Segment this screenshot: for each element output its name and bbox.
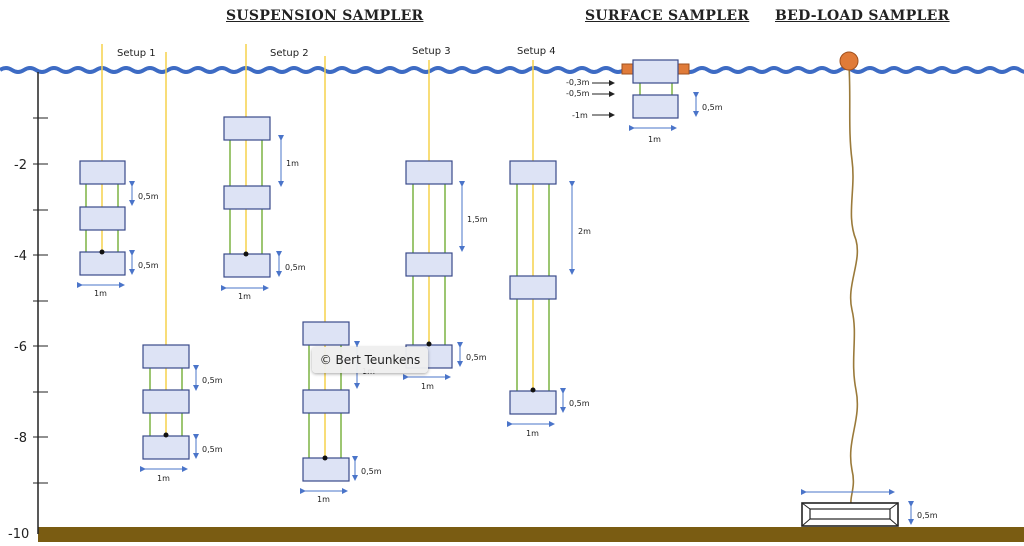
dim-label: 0,5m <box>702 103 723 112</box>
tick-label: -10 <box>8 527 29 542</box>
sampler-bottle <box>142 389 190 414</box>
tick-label: -8 <box>14 431 27 446</box>
dim-label: 0,5m <box>361 467 382 476</box>
tick-label: -4 <box>14 249 27 264</box>
weight <box>99 249 105 255</box>
dim-label: 1m <box>157 474 170 483</box>
dim-label: -0,3m <box>566 78 590 87</box>
weight <box>163 432 169 438</box>
dim-label: 1,5m <box>467 215 488 224</box>
depth-axis: -2 -4 -6 -8 -10 <box>8 72 48 542</box>
dim-label: 0,5m <box>202 445 223 454</box>
dim-label: 0,5m <box>138 192 159 201</box>
weight <box>530 387 536 393</box>
sampler-bottle <box>632 94 679 119</box>
sampler-bottle <box>509 275 557 300</box>
weight <box>322 455 328 461</box>
dim-label: 1m <box>286 159 299 168</box>
sampler-bottle <box>79 251 126 276</box>
sampler-bottle <box>405 160 453 185</box>
bed-load-rope <box>848 65 859 504</box>
dim-label: 0,5m <box>138 261 159 270</box>
setup-4-label: Setup 4 <box>517 46 556 57</box>
setup-3-label: Setup 3 <box>412 46 451 57</box>
sampler-bottle <box>142 435 190 460</box>
sampler-bottle <box>79 206 126 231</box>
dim-label: -0,5m <box>566 89 590 98</box>
tick-label: -2 <box>14 158 27 173</box>
setup-4 <box>507 60 575 427</box>
dim-label: 1m <box>94 289 107 298</box>
sampler-bottle <box>509 390 557 415</box>
sampler-bottle <box>223 185 271 210</box>
surface-sampler-title: SURFACE SAMPLER <box>585 8 750 24</box>
sampler-bottle <box>223 116 271 141</box>
sampler-bottle <box>405 252 453 277</box>
bed-load-sampler-title: BED-LOAD SAMPLER <box>775 8 950 24</box>
float-left <box>621 63 634 75</box>
float-right <box>677 63 690 75</box>
tick-label: -6 <box>14 340 27 355</box>
dim-label: 0,5m <box>285 263 306 272</box>
sampler-bottle <box>302 321 350 346</box>
sampler-bottle <box>79 160 126 185</box>
weight <box>426 341 432 347</box>
buoy <box>839 51 859 71</box>
dim-label: 1m <box>238 292 251 301</box>
dim-label: 1m <box>317 495 330 504</box>
suspension-sampler-title: SUSPENSION SAMPLER <box>226 8 424 24</box>
setup-1-label: Setup 1 <box>117 48 156 59</box>
surface-sampler <box>592 59 699 131</box>
dim-label: 0,5m <box>569 399 590 408</box>
setup-3 <box>403 60 465 380</box>
dim-label: 2m <box>578 227 591 236</box>
sampler-bottle <box>302 457 350 482</box>
dim-label: 0,5m <box>917 511 938 520</box>
setup-2-label: Setup 2 <box>270 48 309 59</box>
setup-2 <box>221 44 360 494</box>
dim-label: 1m <box>421 382 434 391</box>
dim-label: 0,5m <box>466 353 487 362</box>
dim-label: 1m <box>648 135 661 144</box>
sampler-bottle <box>302 389 350 414</box>
sampler-bottle <box>509 160 557 185</box>
copyright-watermark: © Bert Teunkens <box>312 347 428 373</box>
sampler-bottle <box>223 253 271 278</box>
bed-load-sampler <box>801 51 914 527</box>
setup-1 <box>77 44 199 472</box>
sampler-bottle <box>142 344 190 369</box>
dim-label: 1m <box>526 429 539 438</box>
river-bed <box>38 527 1024 542</box>
weight <box>243 251 249 257</box>
dim-label: 0,5m <box>202 376 223 385</box>
dim-label: -1m <box>572 111 588 120</box>
water-surface <box>0 66 1024 74</box>
sampler-bottle <box>632 59 679 84</box>
